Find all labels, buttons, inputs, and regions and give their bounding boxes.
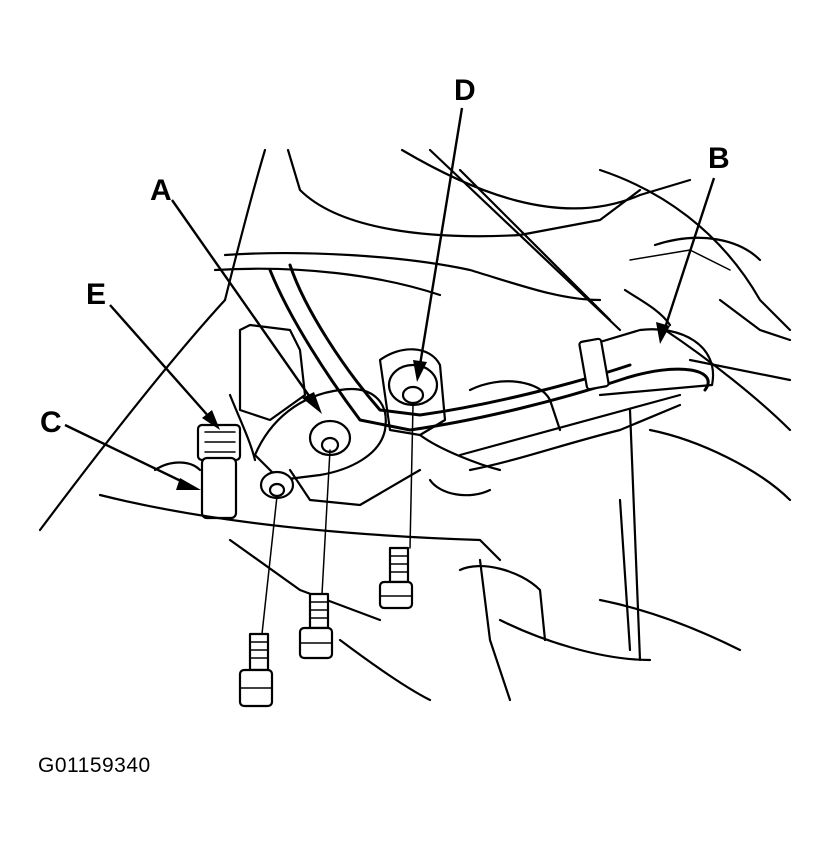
bolt-1 [378,404,414,610]
callout-b: B [708,142,730,175]
hose [268,263,715,432]
bushings [259,363,439,500]
callout-e: E [86,278,106,311]
figure-id: G01159340 [38,754,151,777]
leader-b [656,177,716,344]
bolt-3 [238,495,278,708]
bolt-2 [298,449,334,660]
lower-structure [98,328,792,702]
engine-block-outline [38,148,792,532]
leader-c [64,423,201,490]
leader-d [413,107,464,382]
connector [153,393,257,520]
leader-a [171,199,322,414]
leader-e [109,304,220,430]
mount-bracket [238,323,682,507]
callout-c: C [40,406,62,439]
callout-a: A [150,174,172,207]
callout-d: D [454,74,476,107]
